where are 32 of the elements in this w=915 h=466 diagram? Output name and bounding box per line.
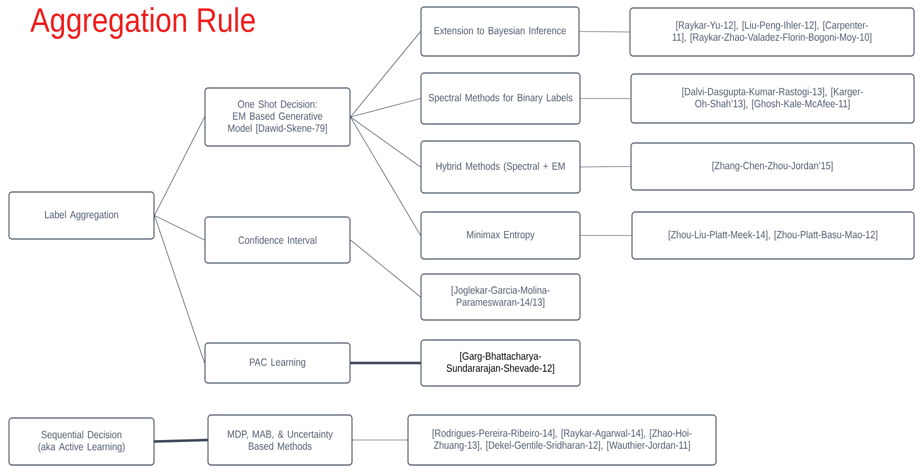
connector-line xyxy=(580,166,631,168)
connector-line xyxy=(350,31,421,118)
connector-line xyxy=(350,116,421,168)
box: [Garg-Bhattacharya-Sundararajan-Shevade-12] xyxy=(420,340,580,386)
connector-line xyxy=(580,235,632,236)
box: [Zhang-Chen-Zhou-Jordan’15] xyxy=(630,142,914,190)
connector-line xyxy=(350,240,421,298)
box: [Rodrigues-Pereira-Ribeiro-14], [Raykar-Agarwal-14], [Zhao-Hoi-Zhuang-13], [Dekel-Gentile-Sridharan-12], [Wauthier-Jordan-11] xyxy=(408,414,716,466)
box: Spectral Methods for Binary Labels xyxy=(420,72,580,124)
box: Confidence Interval xyxy=(204,216,350,264)
connector-line xyxy=(350,116,421,236)
connector-line xyxy=(580,98,631,99)
box: Sequential Decision (aka Active Learning) xyxy=(8,418,154,466)
connector-line xyxy=(350,98,421,118)
connector-line xyxy=(154,215,205,364)
box: Minimax Entropy xyxy=(420,212,580,260)
connector-line xyxy=(350,362,421,364)
box: Extension to Bayesian Inference xyxy=(420,6,580,56)
connector-line xyxy=(579,31,630,32)
box: [Zhou-Liu-Platt-Meek-14], [Zhou-Platt-Basu-Mao-12] xyxy=(632,212,914,260)
box: [Dalvi-Dasgupta-Kumar-Rastogi-13], [Karger-Oh-Shah’13], [Ghosh-Kale-McAfee-11] xyxy=(630,74,914,124)
box: [Raykar-Yu-12], [Liu-Peng-Ihler-12], [Carpenter-11], [Raykar-Zhao-Valadez-Florin-Bogoni-Moy-10] xyxy=(630,8,914,56)
box: PAC Learning xyxy=(204,342,350,384)
box: Hybrid Methods (Spectral + EM xyxy=(420,140,580,194)
connector-line xyxy=(154,116,205,216)
box: MDP, MAB, & Uncertainty Based Methods xyxy=(208,414,352,466)
connector-line xyxy=(154,438,208,443)
box: [Joglekar-Garcia-Molina-Parameswaran-14/13] xyxy=(420,274,580,320)
box: One Shot Decision: EM Based Generative Model [Dawid-Skene-79] xyxy=(204,88,350,146)
box: Label Aggregation xyxy=(8,192,154,240)
connector-line xyxy=(154,215,205,240)
title: Aggregation Rule xyxy=(30,7,255,39)
